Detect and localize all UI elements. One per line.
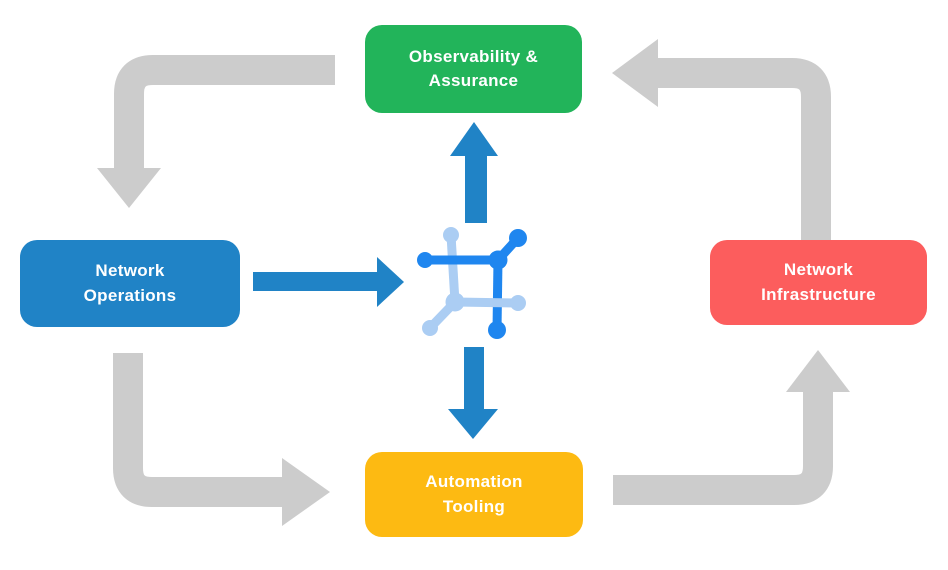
arrowhead-down-icon	[448, 409, 498, 439]
cycle-arrow-operations-to-tooling	[113, 353, 330, 526]
arrowhead-right-icon	[377, 257, 404, 307]
node-observability-assurance: Observability & Assurance	[365, 25, 582, 113]
cycle-arrow-tooling-to-infrastructure	[613, 350, 850, 505]
arrowhead-up-icon	[450, 122, 498, 156]
node-tooling-label: Automation Tooling	[425, 472, 523, 516]
arrowhead-down-icon	[97, 168, 161, 208]
node-automation-tooling: Automation Tooling	[365, 452, 583, 537]
cycle-arrow-infrastructure-to-observability	[612, 39, 831, 242]
flow-arrow-operations-to-center	[253, 257, 404, 307]
node-network-infrastructure: Network Infrastructure	[710, 240, 927, 325]
node-operations-label: Network Operations	[83, 261, 177, 305]
arrowhead-left-icon	[612, 39, 658, 107]
node-infrastructure-label: Network Infrastructure	[761, 260, 876, 304]
cycle-arrow-observability-to-operations	[97, 55, 335, 208]
arrowhead-right-icon	[282, 458, 330, 526]
node-observability-label: Observability & Assurance	[408, 46, 539, 90]
arrowhead-up-icon	[786, 350, 850, 392]
flow-arrow-center-to-tooling	[448, 347, 498, 439]
node-network-operations: Network Operations	[20, 240, 240, 327]
connected-network-icon	[417, 227, 527, 339]
flow-arrow-center-to-observability	[450, 122, 498, 223]
